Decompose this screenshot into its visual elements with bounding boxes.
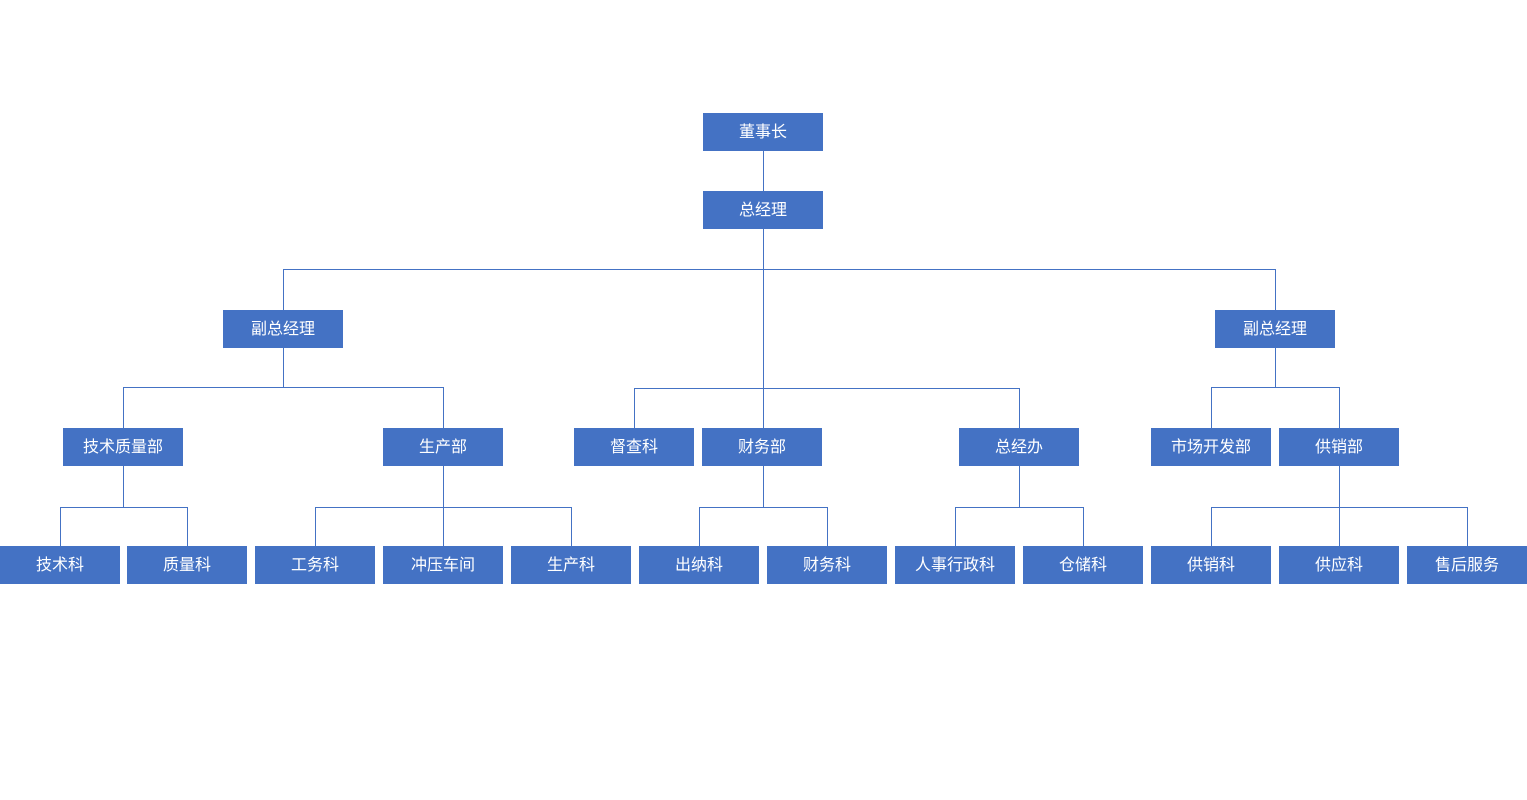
node-general-manager[interactable]: 总经理: [703, 191, 823, 229]
connector-production-down: [443, 466, 444, 507]
connector-to-sales-section: [1211, 507, 1212, 546]
node-accounting-section[interactable]: 财务科: [767, 546, 887, 584]
connector-tech-quality-down: [123, 466, 124, 507]
connector-to-supervision: [634, 388, 635, 428]
node-supply-sales-dept[interactable]: 供销部: [1279, 428, 1399, 466]
node-production-dept[interactable]: 生产部: [383, 428, 503, 466]
connector-deputies-bar: [283, 269, 1276, 270]
connector-to-engineering: [315, 507, 316, 546]
node-stamping-workshop[interactable]: 冲压车间: [383, 546, 503, 584]
node-warehouse-section[interactable]: 仓储科: [1023, 546, 1143, 584]
connector-center-depts-bar: [634, 388, 1020, 389]
connector-to-procurement: [1339, 507, 1340, 546]
node-deputy-gm-left[interactable]: 副总经理: [223, 310, 343, 348]
node-procurement-section[interactable]: 供应科: [1279, 546, 1399, 584]
connector-to-after-sales: [1467, 507, 1468, 546]
node-finance-dept[interactable]: 财务部: [702, 428, 822, 466]
node-tech-quality-dept[interactable]: 技术质量部: [63, 428, 183, 466]
connector-gm-office-down: [1019, 466, 1020, 507]
connector-to-production-section: [571, 507, 572, 546]
connector-deputy-right-bar: [1211, 387, 1340, 388]
connector-to-tech-section: [60, 507, 61, 546]
node-quality-section[interactable]: 质量科: [127, 546, 247, 584]
node-engineering-section[interactable]: 工务科: [255, 546, 375, 584]
connector-to-quality-section: [187, 507, 188, 546]
node-supervision-section[interactable]: 督查科: [574, 428, 694, 466]
connector-to-deputy-left: [283, 269, 284, 310]
node-deputy-gm-right[interactable]: 副总经理: [1215, 310, 1335, 348]
node-production-section[interactable]: 生产科: [511, 546, 631, 584]
connector-to-cashier: [699, 507, 700, 546]
connector-finance-bar: [699, 507, 828, 508]
node-hr-admin-section[interactable]: 人事行政科: [895, 546, 1015, 584]
connector-to-supply-sales: [1339, 387, 1340, 428]
node-after-sales-service[interactable]: 售后服务: [1407, 546, 1527, 584]
connector-gm-office-bar: [955, 507, 1084, 508]
connector-deputy-left-down: [283, 348, 284, 387]
connector-chairman-gm: [763, 151, 764, 191]
connector-to-hr-admin: [955, 507, 956, 546]
connector-tech-quality-bar: [60, 507, 188, 508]
connector-finance-down: [763, 466, 764, 507]
connector-to-gm-office: [1019, 388, 1020, 428]
node-gm-office[interactable]: 总经办: [959, 428, 1079, 466]
connector-deputy-right-down: [1275, 348, 1276, 387]
connector-to-accounting: [827, 507, 828, 546]
node-cashier-section[interactable]: 出纳科: [639, 546, 759, 584]
node-sales-section[interactable]: 供销科: [1151, 546, 1271, 584]
node-market-dev-dept[interactable]: 市场开发部: [1151, 428, 1271, 466]
connector-to-deputy-right: [1275, 269, 1276, 310]
connector-to-warehouse: [1083, 507, 1084, 546]
node-chairman[interactable]: 董事长: [703, 113, 823, 151]
connector-to-tech-quality: [123, 387, 124, 428]
connector-to-market-dev: [1211, 387, 1212, 428]
connector-to-production-dept: [443, 387, 444, 428]
connector-gm-trunk: [763, 229, 764, 428]
connector-to-stamping: [443, 507, 444, 546]
node-tech-section[interactable]: 技术科: [0, 546, 120, 584]
connector-supply-sales-down: [1339, 466, 1340, 507]
connector-deputy-left-bar: [123, 387, 444, 388]
